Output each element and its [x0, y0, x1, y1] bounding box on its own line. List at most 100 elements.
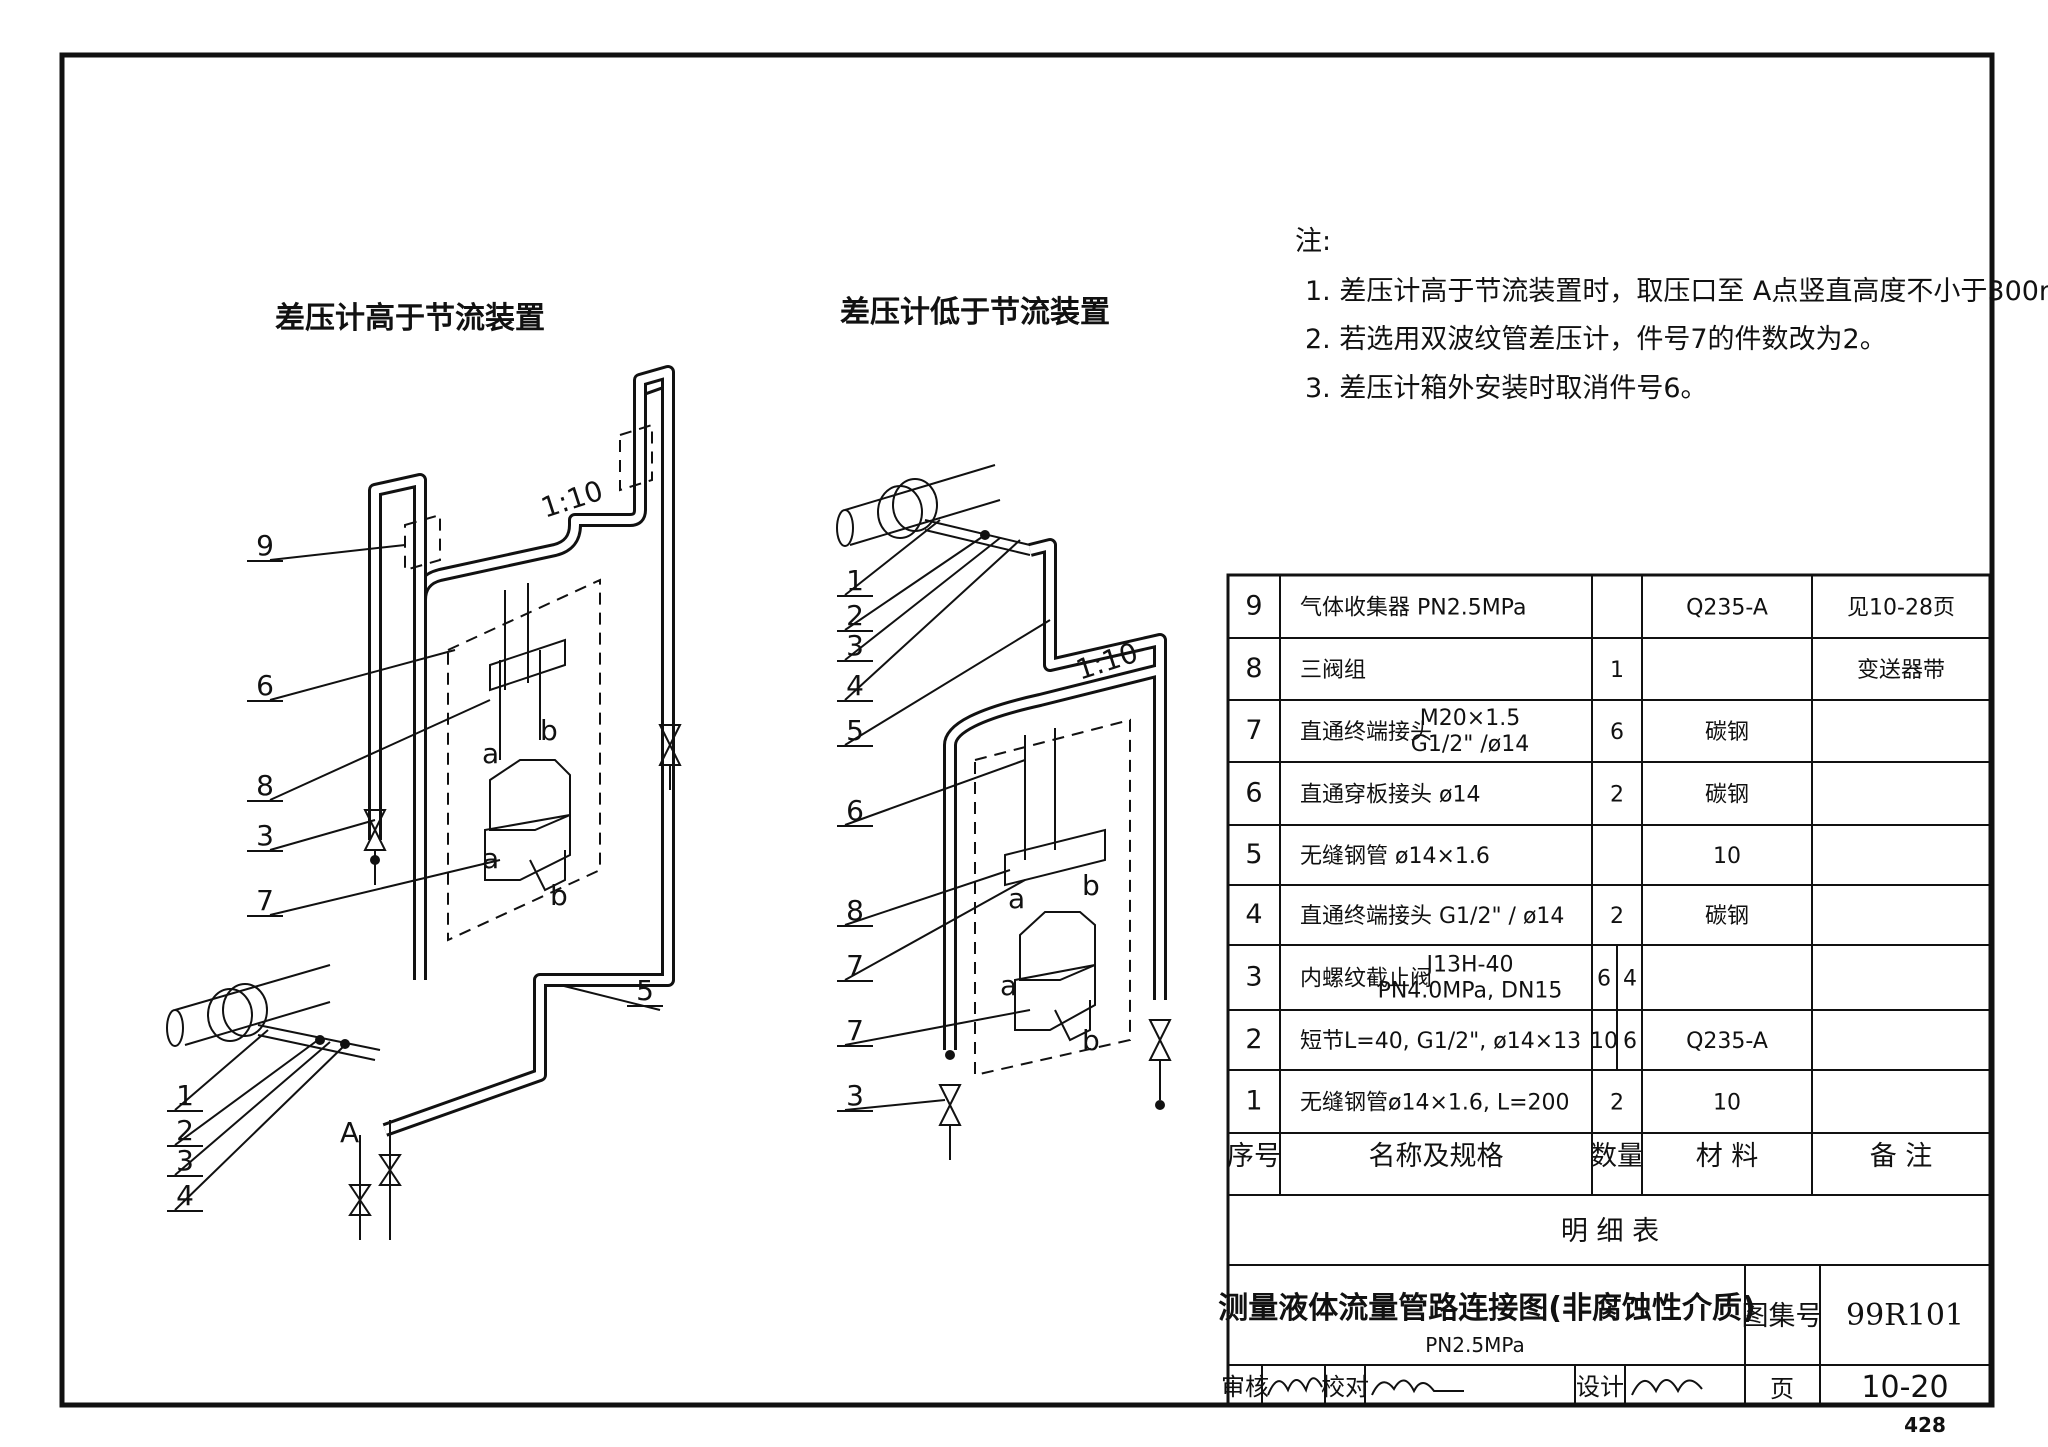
right-callout-label: 2 [846, 599, 864, 632]
table-caption: 明 细 表 [1561, 1216, 1659, 1247]
row-name: 内螺纹截止阀 [1300, 967, 1432, 992]
left-callout-label: 7 [256, 884, 274, 917]
row-number: 3 [1245, 962, 1262, 993]
atlas-label: 图集号 [1742, 1301, 1823, 1332]
left-valve-upper-right [658, 724, 682, 790]
row-name: 三阀组 [1300, 658, 1366, 683]
row-material: 10 [1713, 844, 1741, 869]
left-port-a-lower: a [482, 842, 499, 875]
note-2: 2. 若选用双波纹管差压计，件号7的件数改为2。 [1305, 324, 1887, 355]
page-label: 页 [1770, 1375, 1794, 1403]
drawing-title: 测量液体流量管路连接图(非腐蚀性介质) [1218, 1291, 1755, 1326]
note-3: 3. 差压计箱外安装时取消件号6。 [1305, 373, 1708, 404]
left-callout-label: 3 [176, 1144, 194, 1177]
right-callout-label: 5 [846, 714, 864, 747]
left-callout-label: 6 [256, 669, 274, 702]
left-impulse-lines [499, 650, 541, 760]
row-qty-1: 6 [1597, 967, 1611, 992]
left-valve-3 [363, 809, 387, 885]
row-number: 7 [1245, 715, 1262, 746]
table-row: 5 无缝钢管 ø14×1.6 10 [1245, 839, 1741, 870]
right-callouts [844, 519, 1051, 1111]
row-number: 6 [1245, 778, 1262, 809]
right-port-a-lower: a [1000, 969, 1017, 1002]
left-callout-label: 8 [256, 769, 274, 802]
row-spec-line-2: G1/2" /ø14 [1411, 732, 1529, 757]
left-tall-riser [633, 365, 675, 760]
row-number: 5 [1245, 839, 1262, 870]
right-callout-label: 1 [846, 564, 864, 597]
right-diagram-title: 差压计低于节流装置 [840, 295, 1110, 330]
table-row: 6 直通穿板接头 ø14 2 碳钢 [1245, 778, 1749, 809]
review-label: 审核 [1221, 1373, 1269, 1401]
row-spec-line-1: M20×1.5 [1420, 706, 1520, 731]
parts-table [1226, 573, 1992, 1407]
sheet-border [59, 52, 1995, 1408]
left-callout-label: 5 [636, 974, 654, 1007]
row-material: 碳钢 [1705, 783, 1749, 808]
row-qty: 2 [1610, 1091, 1624, 1116]
right-flow-element [836, 464, 1031, 556]
right-callout-label: 7 [846, 1014, 864, 1047]
row-name: 气体收集器 PN2.5MPa [1300, 596, 1526, 621]
row-material: 10 [1713, 1091, 1741, 1116]
row-name: 无缝钢管 ø14×1.6 [1300, 844, 1490, 869]
left-callout-label: 2 [176, 1114, 194, 1147]
atlas-number: 99R101 [1846, 1298, 1964, 1333]
row-material: Q235-A [1686, 596, 1768, 621]
right-callout-label: 3 [846, 1079, 864, 1112]
left-gas-collector-9 [404, 513, 441, 572]
drawing-subtitle: PN2.5MPa [1425, 1333, 1525, 1357]
page-number: 10-20 [1861, 1370, 1948, 1405]
left-three-valve-manifold [489, 583, 566, 692]
right-valves [938, 1019, 1172, 1160]
left-drain-valves [348, 1120, 402, 1240]
row-remark: 见10-28页 [1847, 596, 1955, 621]
row-qty: 2 [1610, 783, 1624, 808]
left-callout-label: 9 [256, 529, 274, 562]
left-pipe-loop [382, 373, 675, 1137]
point-a-label: A [340, 1116, 359, 1149]
row-number: 1 [1245, 1086, 1262, 1117]
right-dp-transmitter [1014, 911, 1096, 1042]
table-row: 1 无缝钢管ø14×1.6, L=200 2 10 [1245, 1086, 1741, 1117]
row-spec-line-2: PN4.0MPa, DN15 [1378, 979, 1563, 1004]
row-name: 直通终端接头 G1/2" / ø14 [1300, 904, 1564, 929]
row-number: 4 [1245, 899, 1262, 930]
right-three-valve-manifold [1004, 828, 1106, 887]
left-gas-collector-upper [619, 423, 653, 492]
header-remark: 备 注 [1870, 1141, 1933, 1172]
notes-heading: 注: [1295, 226, 1331, 257]
row-material: Q235-A [1686, 1029, 1768, 1054]
row-spec-line-1: J13H-40 [1425, 953, 1514, 978]
row-number: 9 [1245, 591, 1262, 622]
right-callout-label: 4 [846, 669, 864, 702]
header-no: 序号 [1227, 1141, 1281, 1172]
row-name: 无缝钢管ø14×1.6, L=200 [1300, 1091, 1570, 1116]
right-port-b-lower: b [1082, 1024, 1100, 1057]
row-name: 短节L=40, G1/2", ø14×13 [1300, 1029, 1581, 1054]
right-instrument-box [974, 718, 1131, 1077]
left-callout-label: 4 [176, 1179, 194, 1212]
left-callout-label: 1 [176, 1079, 194, 1112]
row-name: 直通终端接头 [1300, 720, 1432, 745]
right-callout-label: 8 [846, 894, 864, 927]
row-qty-1: 10 [1590, 1029, 1618, 1054]
row-name: 直通穿板接头 ø14 [1300, 783, 1480, 808]
row-material: 碳钢 [1705, 904, 1749, 929]
row-material: 碳钢 [1705, 720, 1749, 745]
right-impulse-lines [1024, 728, 1056, 860]
left-flow-element [166, 964, 381, 1061]
right-callout-label: 3 [846, 629, 864, 662]
right-callout-label: 7 [846, 949, 864, 982]
note-1: 1. 差压计高于节流装置时，取压口至 A点竖直高度不小于300mm。 [1305, 276, 2048, 307]
row-qty: 1 [1610, 658, 1624, 683]
left-diagram-title: 差压计高于节流装置 [275, 301, 545, 336]
left-port-b-upper: b [540, 714, 558, 747]
right-pipe-loop [943, 538, 1167, 1050]
